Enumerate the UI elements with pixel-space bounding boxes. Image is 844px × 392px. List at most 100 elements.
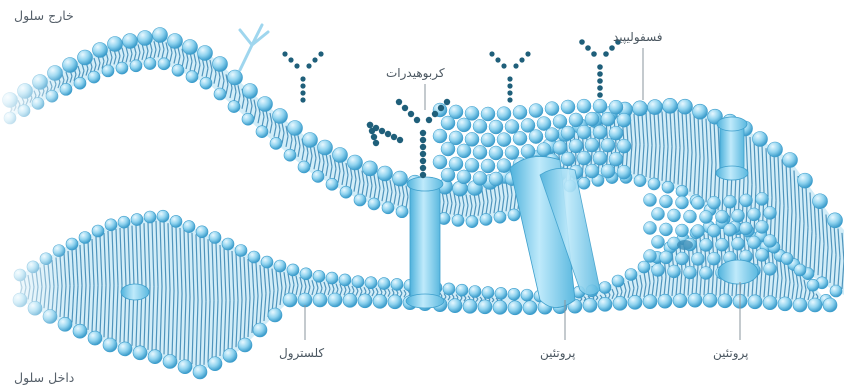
phospholipid-head-icon bbox=[473, 119, 487, 133]
phospholipid-head-icon bbox=[340, 186, 352, 198]
phospholipid-head-icon bbox=[131, 214, 143, 226]
phospholipid-head-icon bbox=[513, 131, 527, 145]
carbohydrate-bead bbox=[402, 105, 408, 111]
phospholipid-head-icon bbox=[273, 109, 288, 124]
carbohydrate-bead bbox=[420, 165, 426, 171]
carbohydrate-bead bbox=[300, 83, 305, 88]
phospholipid-head-icon bbox=[243, 84, 258, 99]
phospholipid-head-icon bbox=[668, 209, 681, 222]
phospholipid-head-icon bbox=[313, 293, 327, 307]
phospholipid-head-icon bbox=[391, 278, 403, 290]
phospholipid-head-icon bbox=[268, 308, 282, 322]
phospholipid-head-icon bbox=[676, 252, 689, 265]
phospholipid-head-icon bbox=[823, 298, 837, 312]
carbohydrate-bead bbox=[591, 51, 597, 57]
phospholipid-head-icon bbox=[708, 224, 721, 237]
phospholipid-head-icon bbox=[393, 171, 408, 186]
carbohydrate-bead bbox=[426, 117, 432, 123]
phospholipid-head-icon bbox=[700, 238, 713, 251]
phospholipid-head-icon bbox=[497, 159, 511, 173]
cholesterol-icon bbox=[121, 284, 149, 300]
carbohydrate-bead bbox=[420, 130, 426, 136]
carbohydrate-bead bbox=[444, 99, 450, 105]
phospholipid-head-icon bbox=[807, 279, 819, 291]
carbohydrate-bead bbox=[300, 76, 305, 81]
phospholipid-head-icon bbox=[258, 97, 273, 112]
phospholipid-head-icon bbox=[235, 245, 247, 257]
phospholipid-head-icon bbox=[808, 298, 822, 312]
phospholipid-head-icon bbox=[740, 222, 753, 235]
phospholipid-head-icon bbox=[326, 178, 338, 190]
phospholipid-head-icon bbox=[242, 113, 254, 125]
carbohydrate-branch-icon bbox=[489, 51, 530, 102]
phospholipid-head-icon bbox=[178, 360, 192, 374]
phospholipid-head-icon bbox=[448, 299, 462, 313]
phospholipid-head-icon bbox=[644, 222, 657, 235]
phospholipid-head-icon bbox=[561, 126, 575, 140]
phospholipid-head-icon bbox=[598, 297, 612, 311]
phospholipid-head-icon bbox=[482, 287, 494, 299]
phospholipid-head-icon bbox=[352, 276, 364, 288]
phospholipid-head-icon bbox=[172, 64, 184, 76]
carbohydrate-bead bbox=[495, 57, 500, 62]
phospholipid-head-icon bbox=[365, 277, 377, 289]
phospholipid-head-icon bbox=[441, 116, 455, 130]
carbohydrate-branch-icon bbox=[282, 51, 323, 102]
carbohydrate-bead bbox=[306, 63, 311, 68]
phospholipid-head-icon bbox=[658, 294, 672, 308]
phospholipid-head-icon bbox=[692, 196, 705, 209]
phospholipid-head-icon bbox=[253, 323, 267, 337]
carbohydrate-label: کربوهیدرات bbox=[386, 66, 445, 80]
phospholipid-head-icon bbox=[481, 107, 495, 121]
phospholipid-head-icon bbox=[793, 298, 807, 312]
phospholipid-head-icon bbox=[298, 161, 310, 173]
phospholipid-head-icon bbox=[613, 296, 627, 310]
carbohydrate-bead bbox=[432, 111, 438, 117]
phospholipid-head-icon bbox=[577, 151, 591, 165]
phospholipid-head-icon bbox=[144, 211, 156, 223]
phospholipid-head-icon bbox=[740, 194, 753, 207]
phospholipid-head-icon bbox=[599, 282, 611, 294]
phospholipid-head-icon bbox=[163, 355, 177, 369]
carbohydrate-bead bbox=[420, 151, 426, 157]
protein-channel-label: پروتئین bbox=[540, 346, 575, 360]
phospholipid-head-icon bbox=[466, 216, 478, 228]
phospholipid-head-icon bbox=[609, 126, 623, 140]
phospholipid-head-icon bbox=[103, 338, 117, 352]
carbohydrate-bead bbox=[385, 131, 391, 137]
phospholipid-head-icon bbox=[74, 77, 86, 89]
phospholipid-head-icon bbox=[105, 219, 117, 231]
phospholipid-head-icon bbox=[222, 238, 234, 250]
phospholipid-head-icon bbox=[200, 77, 212, 89]
phospholipid-head-icon bbox=[703, 293, 717, 307]
phospholipid-head-icon bbox=[748, 208, 761, 221]
inside-cell-label: داخل سلول bbox=[14, 370, 74, 385]
phospholipid-head-icon bbox=[465, 132, 479, 146]
phospholipid-head-icon bbox=[593, 125, 607, 139]
phospholipid-head-icon bbox=[368, 198, 380, 210]
phospholipid-head-icon bbox=[382, 202, 394, 214]
phospholipid-head-icon bbox=[354, 194, 366, 206]
phospholipid-head-icon bbox=[130, 60, 142, 72]
phospholipid-head-icon bbox=[523, 301, 537, 315]
phospholipid-head-icon bbox=[662, 181, 674, 193]
phospholipid-head-icon bbox=[318, 140, 333, 155]
phospholipid-head-icon bbox=[326, 272, 338, 284]
phospholipid-head-icon bbox=[652, 236, 665, 249]
phospholipid-head-icon bbox=[700, 266, 713, 279]
phospholipid-head-icon bbox=[778, 297, 792, 311]
phospholipid-head-icon bbox=[457, 118, 471, 132]
phospholipid-head-icon bbox=[561, 152, 575, 166]
phospholipid-head-icon bbox=[648, 100, 663, 115]
phospholipid-head-icon bbox=[764, 206, 777, 219]
carbohydrate-bead bbox=[507, 83, 512, 88]
phospholipid-head-icon bbox=[764, 234, 777, 247]
phospholipid-head-icon bbox=[213, 57, 228, 72]
carbohydrate-bead bbox=[294, 63, 299, 68]
phospholipid-head-icon bbox=[228, 101, 240, 113]
carbohydrate-bead bbox=[597, 92, 603, 98]
phospholipid-head-icon bbox=[196, 226, 208, 238]
phospholipid-head-icon bbox=[333, 148, 348, 163]
phospholipid-head-icon bbox=[753, 132, 768, 147]
phospholipid-head-icon bbox=[186, 71, 198, 83]
